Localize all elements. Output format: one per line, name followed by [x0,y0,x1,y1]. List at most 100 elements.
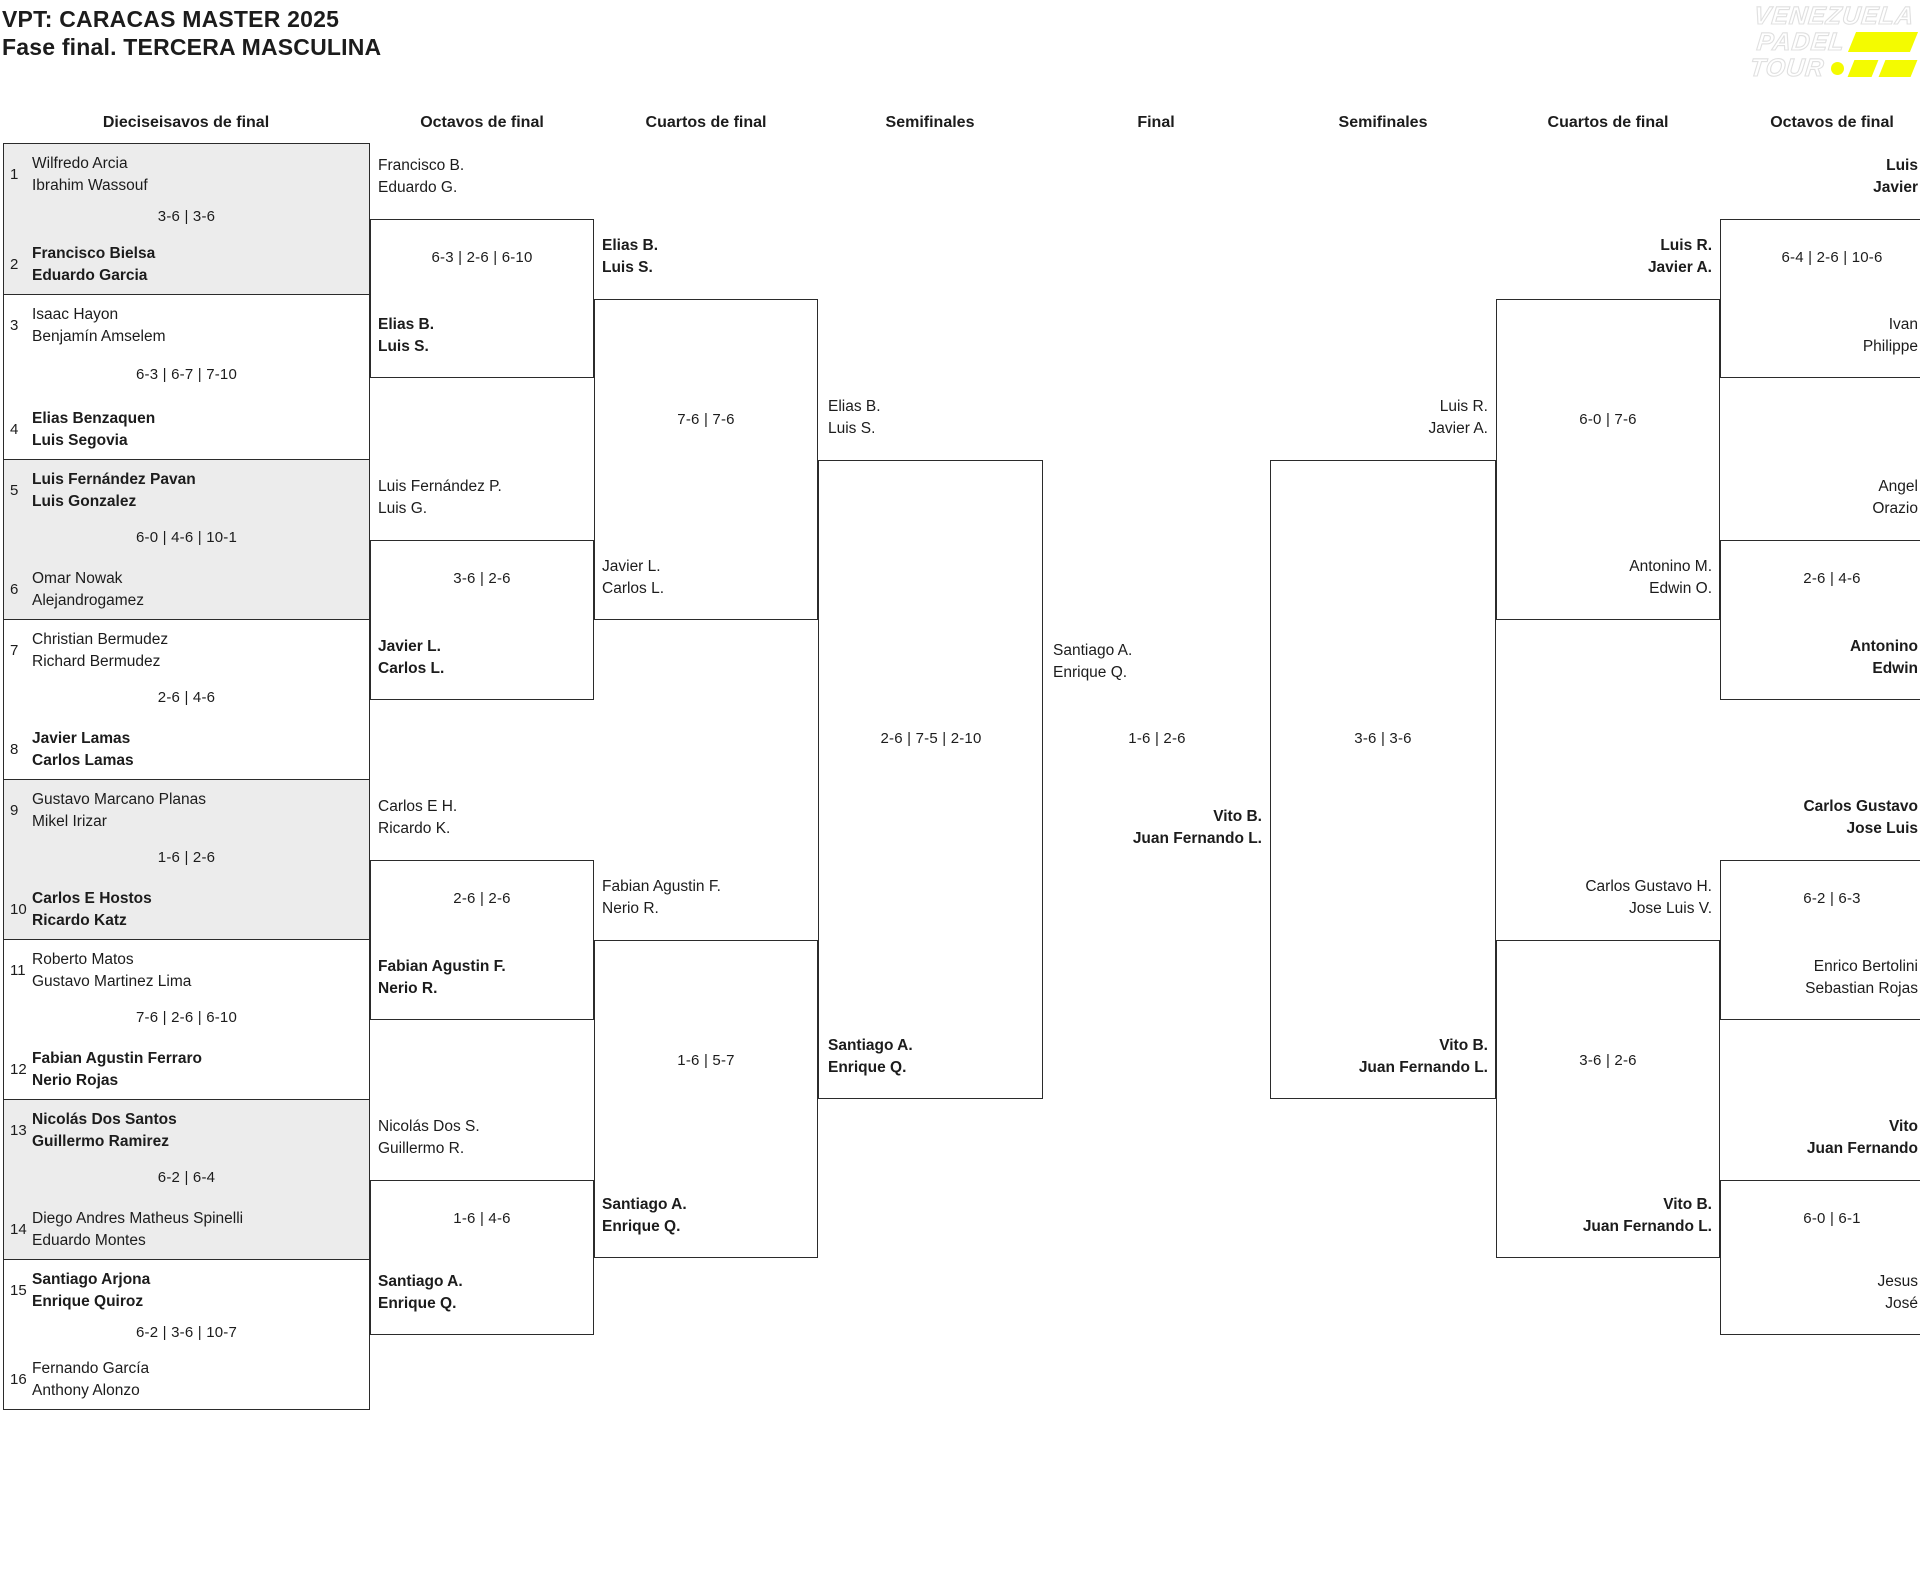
player-name: Luis S. [602,259,653,276]
team-label: Javier L.Carlos L. [378,636,444,680]
cuartos-left-match-2 [594,940,818,1258]
page-title: VPT: CARACAS MASTER 2025 [2,6,340,32]
seed-number: 10 [10,901,27,918]
round-header: Semifinales [885,114,975,131]
logo-row: TOUR [1736,53,1918,83]
match-score: 3-6 | 2-6 [453,570,511,587]
player-name: Enrique Q. [602,1218,681,1235]
team-label: Luis R.Javier A. [1648,235,1712,279]
match-score: 2-6 | 4-6 [157,688,216,706]
player-name: Juan Fernando L. [1358,1059,1488,1076]
logo-text-venezuela: VENEZUELA [1752,1,1916,30]
match-score: 2-6 | 2-6 [453,890,511,907]
match-score: 3-6 | 2-6 [1579,1052,1637,1069]
match-score: 6-0 | 4-6 | 10-1 [135,528,238,546]
player-name: Juan Fernando L. [1582,1218,1712,1235]
match-score: 6-2 | 3-6 | 10-7 [135,1323,238,1341]
match-score: 2-6 | 7-5 | 2-10 [880,730,982,747]
player-name: Diego Andres Matheus Spinelli [32,1210,244,1227]
player-name: Roberto Matos [32,951,134,968]
player-name: Nerio Rojas [32,1072,119,1089]
team-label: Santiago A.Enrique Q. [602,1194,687,1238]
octavos-right-match-2 [1720,540,1920,700]
player-name: Nicolás Dos Santos [32,1111,177,1128]
player-name: Eduardo Garcia [32,267,148,284]
logo-accent-bar [1878,59,1918,77]
team-label: Elias B.Luis S. [378,314,434,358]
player-name: Ivan [1888,316,1918,333]
octavos-right-match-3 [1720,860,1920,1020]
player-name: Luis R. [1439,398,1488,415]
match-score: 6-3 | 6-7 | 7-10 [135,366,238,383]
player-name: Santiago A. [378,1273,463,1290]
player-name: Isaac Hayon [32,306,119,323]
player-name: Enrique Q. [378,1295,457,1312]
round-header: Cuartos de final [645,114,767,131]
player-name: Carlos E H. [378,798,458,815]
seed-number: 16 [10,1371,27,1388]
player-name: Santiago A. [828,1037,913,1054]
team-label: Carlos E H. Ricardo K. [378,796,457,840]
player-name: Alejandrogamez [32,592,145,609]
player-name: Elias Benzaquen [32,410,156,427]
player-name: Nerio R. [602,900,659,917]
player-name: Fabian Agustin F. [602,878,721,895]
player-name: Carlos L. [378,660,445,677]
seed-number: 11 [10,962,26,979]
seed-number: 8 [10,741,19,758]
player-name: Jose Luis V. [1628,900,1712,917]
team-label: Fabian Agustin F. Nerio R. [602,876,721,920]
player-name: Fabian Agustin Ferraro [32,1050,202,1067]
player-name: Enrique Q. [828,1059,907,1076]
player-name: Eduardo Montes [32,1232,146,1249]
player-name: Enrique Quiroz [32,1293,144,1310]
team-label: Vito B.Juan Fernando L. [1583,1194,1712,1238]
seed-number: 9 [10,802,19,819]
team-label: Luis Fernández P.Luis G. [378,476,502,520]
player-name: Jose Luis [1846,820,1919,837]
cuartos-left-match-1 [594,299,818,620]
player-name: Enrique Q. [1053,664,1128,681]
round-header: Semifinales [1338,114,1428,131]
team-label: Elias B.Luis S. [602,235,658,279]
match-score: 6-0 | 7-6 [1579,411,1637,428]
player-name: Vito B. [1213,808,1262,825]
seed-number: 12 [10,1061,27,1078]
final-team-bottom: Vito B.Juan Fernando L. [1133,806,1262,850]
match-score: 1-6 | 2-6 [1128,730,1186,747]
octavos-left-match-4 [370,1180,594,1335]
player-name: Philippe [1862,338,1918,355]
match-score: 6-0 | 6-1 [1803,1210,1861,1227]
player-name: Carlos Gustavo [1803,798,1918,815]
seed-number: 4 [10,421,19,438]
player-name: Gustavo Martinez Lima [32,973,192,990]
octavos-right-match-4 [1720,1180,1920,1335]
player-name: Ricardo K. [378,820,451,837]
match-score: 2-6 | 4-6 [1803,570,1861,587]
player-name: Luis G. [378,500,428,517]
player-name: Orazio [1872,500,1918,517]
logo-row: VENEZUELA [1736,1,1916,30]
